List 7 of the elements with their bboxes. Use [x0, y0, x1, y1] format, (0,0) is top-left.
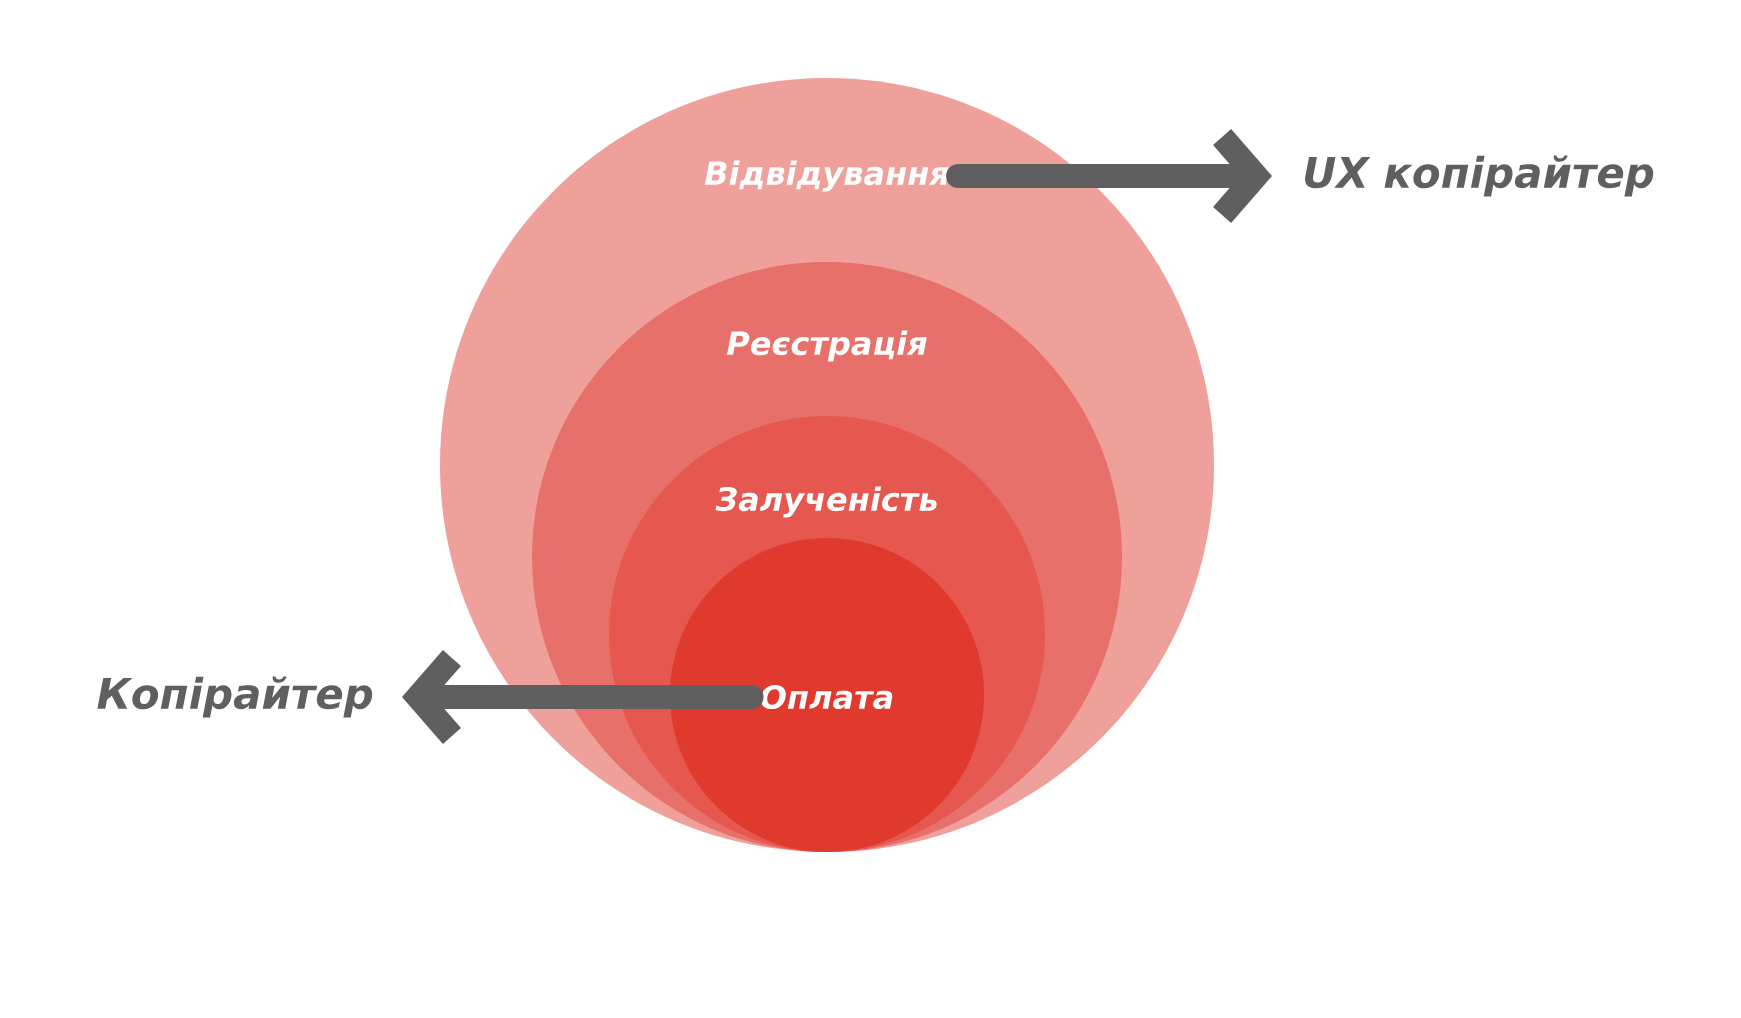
role-label: Копірайтер	[97, 676, 373, 718]
role-label: UX копірайтер	[1305, 155, 1654, 197]
stage-label: Залученість	[715, 486, 937, 518]
stage-label: Реєстрація	[727, 330, 927, 362]
stage-label: Відвідування	[704, 160, 949, 192]
arrow	[946, 129, 1272, 223]
arrow	[402, 650, 764, 744]
